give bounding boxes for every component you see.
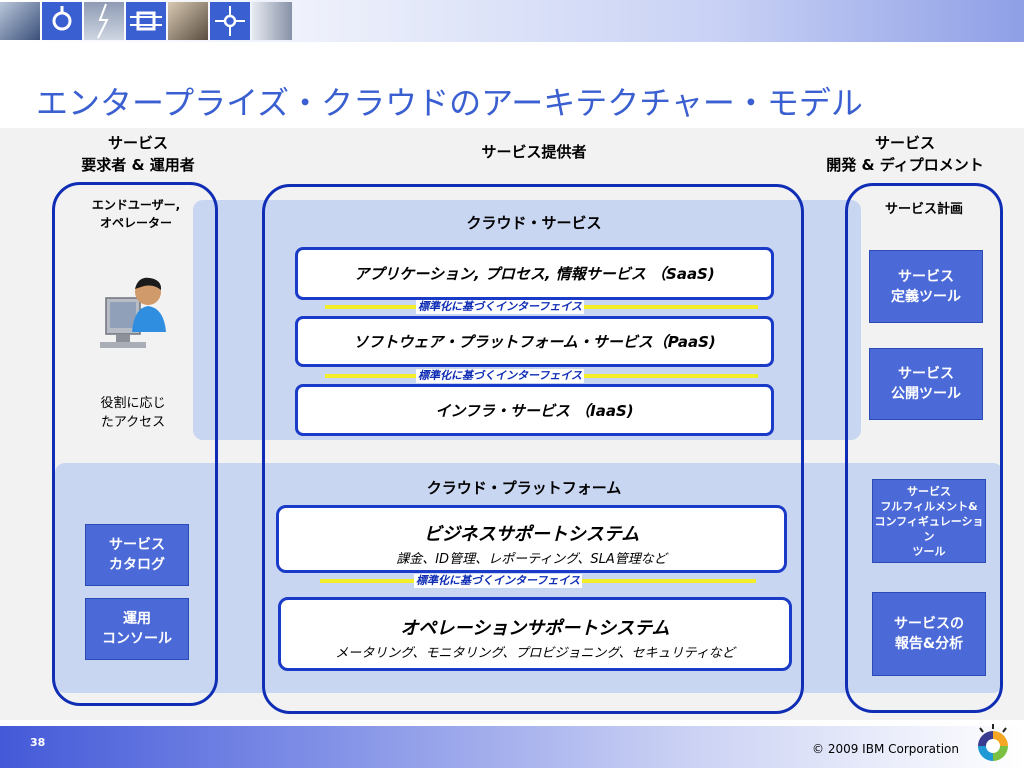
cloud-platform-title: クラウド・プラットフォーム (426, 479, 622, 497)
saas-label: アプリケーション, プロセス, 情報サービス （SaaS) (354, 265, 715, 283)
fulfillment-line4: ツール (912, 544, 946, 558)
operations-console-line1: 運用 (123, 611, 151, 627)
service-reporting-tool[interactable]: サービスの報告&分析 (872, 592, 986, 676)
network-icon (215, 6, 245, 36)
consumer-column-outline (52, 182, 218, 706)
oss-title: オペレーションサポートシステム (400, 618, 670, 639)
fulfillment-line3: コンフィギュレーション (874, 514, 984, 543)
header-photo-3 (252, 2, 292, 40)
saas-box[interactable]: アプリケーション, プロセス, 情報サービス （SaaS) (295, 247, 774, 300)
page-number: 38 (30, 736, 46, 749)
iaas-box[interactable]: インフラ・サービス （IaaS) (295, 384, 774, 436)
end-user-label-line1: エンドユーザー, (91, 198, 181, 212)
consumer-header-line1: サービス (107, 134, 168, 152)
header-icon-1 (42, 2, 82, 40)
slide-title: エンタープライズ・クラウドのアーキテクチャー・モデル (36, 84, 863, 122)
creator-header: サービス 開発 & ディプロメント (810, 132, 1000, 176)
ibm-logo-icon (978, 724, 1008, 761)
service-catalog-line1: サービス (109, 537, 165, 553)
service-definition-line2: 定義ツール (891, 288, 961, 305)
operations-console-line2: コンソール (102, 631, 172, 647)
operations-console-button[interactable]: 運用コンソール (85, 598, 189, 660)
chip-icon (130, 11, 162, 31)
iaas-label: インフラ・サービス （IaaS) (435, 401, 634, 420)
consumer-header-line2: 要求者 & 運用者 (81, 156, 195, 174)
provider-header: サービス提供者 (481, 143, 587, 161)
header-icon-network (210, 2, 250, 40)
service-publishing-line1: サービス (898, 366, 954, 382)
device-icon (52, 6, 72, 31)
business-support-system-box[interactable]: ビジネスサポートシステム 課金、ID管理、レポーティング、SLA管理など (276, 505, 787, 573)
operations-support-system-box[interactable]: オペレーションサポートシステム メータリング、モニタリング、プロビジョニング、セ… (278, 597, 792, 671)
fulfillment-line2: フルフィルメント& (880, 499, 978, 513)
creator-header-line2: 開発 & ディプロメント (826, 156, 984, 174)
header-photo-2 (168, 2, 208, 40)
interface-label-1: 標準化に基づくインターフェイス (416, 300, 585, 314)
service-reporting-line1: サービスの (894, 616, 964, 632)
interface-label-3: 標準化に基づくインターフェイス (414, 574, 583, 588)
service-definition-line1: サービス (898, 268, 954, 285)
end-user-label-line2: オペレーター (99, 216, 172, 230)
bss-title: ビジネスサポートシステム (423, 524, 640, 545)
creator-header-line1: サービス (874, 134, 935, 152)
copyright: © 2009 IBM Corporation (812, 742, 959, 756)
service-publishing-tool[interactable]: サービス公開ツール (869, 348, 983, 420)
lightning-icon (97, 3, 109, 39)
header-icon-chip (126, 2, 166, 40)
service-publishing-line2: 公開ツール (891, 386, 961, 402)
header-photo-lightning (84, 2, 124, 40)
role-access-line1: 役割に応じ (100, 396, 166, 411)
fulfillment-line1: サービス (907, 484, 951, 498)
service-planning-label: サービス計画 (884, 202, 963, 217)
cloud-services-title: クラウド・サービス (466, 214, 602, 232)
paas-box[interactable]: ソフトウェア・プラットフォーム・サービス（PaaS) (295, 316, 774, 367)
oss-subtitle: メータリング、モニタリング、プロビジョニング、セキュリティなど (335, 646, 735, 661)
header-photo-1 (0, 2, 40, 40)
footer-bar (0, 726, 1024, 768)
provider-column-outline (262, 184, 804, 714)
end-user-label: エンドユーザー, オペレーター (58, 196, 214, 232)
role-access-line2: たアクセス (100, 415, 166, 430)
service-catalog-button[interactable]: サービスカタログ (85, 524, 189, 586)
interface-label-2: 標準化に基づくインターフェイス (416, 369, 585, 383)
service-reporting-line2: 報告&分析 (894, 636, 964, 652)
creator-column-outline (845, 183, 1003, 713)
paas-label: ソフトウェア・プラットフォーム・サービス（PaaS) (353, 333, 716, 351)
bss-subtitle: 課金、ID管理、レポーティング、SLA管理など (396, 552, 667, 567)
service-fulfillment-tool[interactable]: サービス フルフィルメント& コンフィギュレーション ツール (872, 479, 986, 563)
service-definition-tool[interactable]: サービス定義ツール (869, 250, 983, 323)
user-at-computer-icon (100, 277, 166, 348)
service-catalog-line2: カタログ (109, 557, 165, 573)
role-access-label: 役割に応じ たアクセス (58, 394, 208, 432)
consumer-header: サービス 要求者 & 運用者 (58, 132, 218, 176)
